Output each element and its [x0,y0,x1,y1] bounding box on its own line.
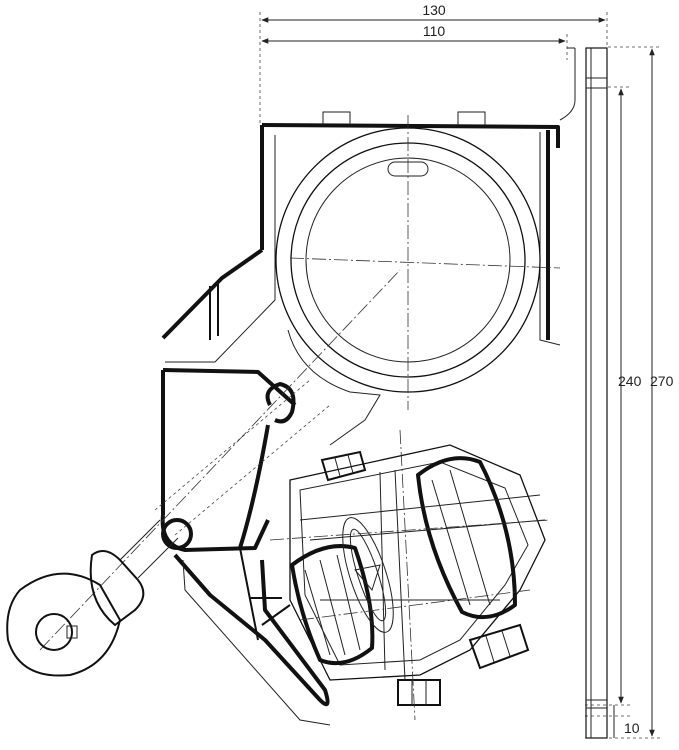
dimension-label-270: 270 [650,373,674,389]
dimension-height-inner: 240 [585,86,642,706]
bolt-bottom [397,679,441,706]
crank-eye [6,572,122,677]
dimension-width-overall: 130 [259,2,608,125]
dimension-bottom-gap: 10 [585,705,640,738]
capsule-right [416,456,517,620]
bolt-right [468,623,530,670]
dimension-width-inner: 110 [261,23,568,60]
housing-profile [161,111,561,363]
motor-assembly [269,429,551,721]
center-gear [342,517,394,633]
crank-handle [6,269,401,677]
dimension-label-240: 240 [618,373,642,389]
roller-tube [275,115,561,446]
guide-rail [559,47,608,739]
capsule-left [290,544,375,665]
arm-profile [160,368,331,726]
bolt-top [320,450,367,482]
dimension-label-130: 130 [422,2,446,18]
dimension-label-10: 10 [624,720,640,736]
dimension-height-overall: 270 [585,46,674,739]
dimension-label-110: 110 [423,23,446,39]
